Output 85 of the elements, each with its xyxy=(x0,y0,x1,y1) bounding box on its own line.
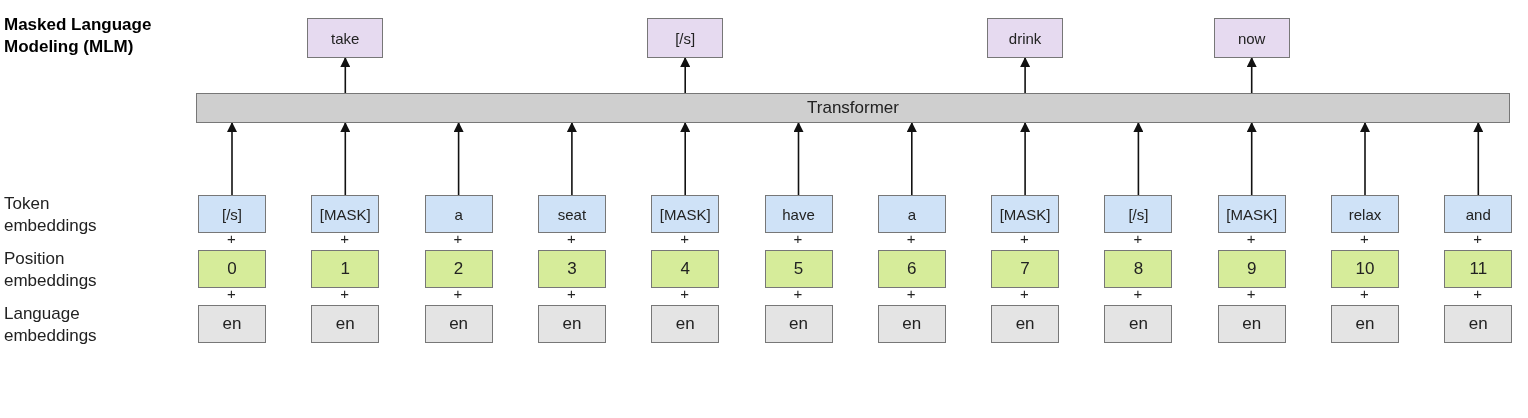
plus-sign: + xyxy=(1246,231,1256,247)
arrow xyxy=(1360,122,1370,196)
plus-sign: + xyxy=(1020,231,1029,247)
language-embedding-box: en xyxy=(991,305,1060,343)
arrow xyxy=(1020,57,1031,94)
output-token-box: [/s] xyxy=(647,18,724,58)
arrow xyxy=(453,122,464,196)
plus-sign: + xyxy=(453,231,463,247)
row-label: Position embeddings xyxy=(4,248,98,292)
position-embedding-box: 8 xyxy=(1104,250,1173,288)
plus-sign: + xyxy=(793,231,803,247)
row-label: Language embeddings xyxy=(4,303,98,347)
output-token-box: drink xyxy=(987,18,1064,58)
plus-sign: + xyxy=(906,286,916,302)
plus-sign: + xyxy=(1133,231,1143,247)
plus-sign: + xyxy=(1020,286,1029,302)
plus-sign: + xyxy=(340,231,350,247)
token-embedding-box: [MASK] xyxy=(1217,195,1286,233)
transformer-bar: Transformer xyxy=(196,93,1510,123)
position-embedding-box: 10 xyxy=(1331,250,1399,288)
position-embedding-box: 3 xyxy=(537,250,606,288)
language-embedding-box: en xyxy=(424,305,493,343)
plus-sign: + xyxy=(1473,286,1483,302)
token-embedding-box: [MASK] xyxy=(651,195,720,233)
plus-sign: + xyxy=(680,231,689,247)
arrow xyxy=(1246,57,1257,94)
position-embedding-box: 0 xyxy=(198,250,266,288)
plus-sign: + xyxy=(566,231,576,247)
token-embedding-box: relax xyxy=(1331,195,1399,233)
token-embedding-box: [/s] xyxy=(1104,195,1173,233)
token-embedding-box: have xyxy=(764,195,833,233)
token-embedding-box: [MASK] xyxy=(991,195,1060,233)
arrow xyxy=(906,122,917,196)
language-embedding-box: en xyxy=(198,305,266,343)
position-embedding-box: 5 xyxy=(764,250,833,288)
plus-sign: + xyxy=(793,286,803,302)
arrow xyxy=(793,122,804,196)
arrow xyxy=(1020,122,1031,196)
position-embedding-box: 7 xyxy=(991,250,1060,288)
arrow xyxy=(680,57,691,94)
position-embedding-box: 4 xyxy=(651,250,720,288)
plus-sign: + xyxy=(340,286,350,302)
plus-sign: + xyxy=(566,286,576,302)
arrow xyxy=(1133,122,1144,196)
position-embedding-box: 1 xyxy=(311,250,380,288)
plus-sign: + xyxy=(1133,286,1143,302)
plus-sign: + xyxy=(453,286,463,302)
language-embedding-box: en xyxy=(877,305,946,343)
arrow xyxy=(680,122,691,196)
position-embedding-box: 11 xyxy=(1444,250,1513,288)
plus-sign: + xyxy=(906,231,916,247)
plus-sign: + xyxy=(227,286,236,302)
position-embedding-box: 6 xyxy=(877,250,946,288)
token-embedding-box: [/s] xyxy=(198,195,266,233)
plus-sign: + xyxy=(680,286,689,302)
plus-sign: + xyxy=(1360,231,1369,247)
language-embedding-box: en xyxy=(1217,305,1286,343)
arrow xyxy=(566,122,577,196)
plus-sign: + xyxy=(1246,286,1256,302)
arrow xyxy=(1473,122,1484,196)
language-embedding-box: en xyxy=(311,305,380,343)
language-embedding-box: en xyxy=(1104,305,1173,343)
arrow xyxy=(340,122,351,196)
plus-sign: + xyxy=(1473,231,1483,247)
arrow xyxy=(227,122,237,196)
diagram-title: Masked Language Modeling (MLM) xyxy=(4,14,153,58)
token-embedding-box: seat xyxy=(537,195,606,233)
row-label: Token embeddings xyxy=(4,193,98,237)
language-embedding-box: en xyxy=(537,305,606,343)
output-token-box: take xyxy=(307,18,384,58)
token-embedding-box: a xyxy=(877,195,946,233)
position-embedding-box: 2 xyxy=(424,250,493,288)
position-embedding-box: 9 xyxy=(1217,250,1286,288)
arrow xyxy=(340,57,351,94)
language-embedding-box: en xyxy=(1444,305,1513,343)
language-embedding-box: en xyxy=(651,305,720,343)
token-embedding-box: and xyxy=(1444,195,1513,233)
language-embedding-box: en xyxy=(764,305,833,343)
token-embedding-box: [MASK] xyxy=(311,195,380,233)
token-embedding-box: a xyxy=(424,195,493,233)
arrow xyxy=(1246,122,1257,196)
plus-sign: + xyxy=(1360,286,1369,302)
output-token-box: now xyxy=(1213,18,1290,58)
language-embedding-box: en xyxy=(1331,305,1399,343)
plus-sign: + xyxy=(227,231,236,247)
